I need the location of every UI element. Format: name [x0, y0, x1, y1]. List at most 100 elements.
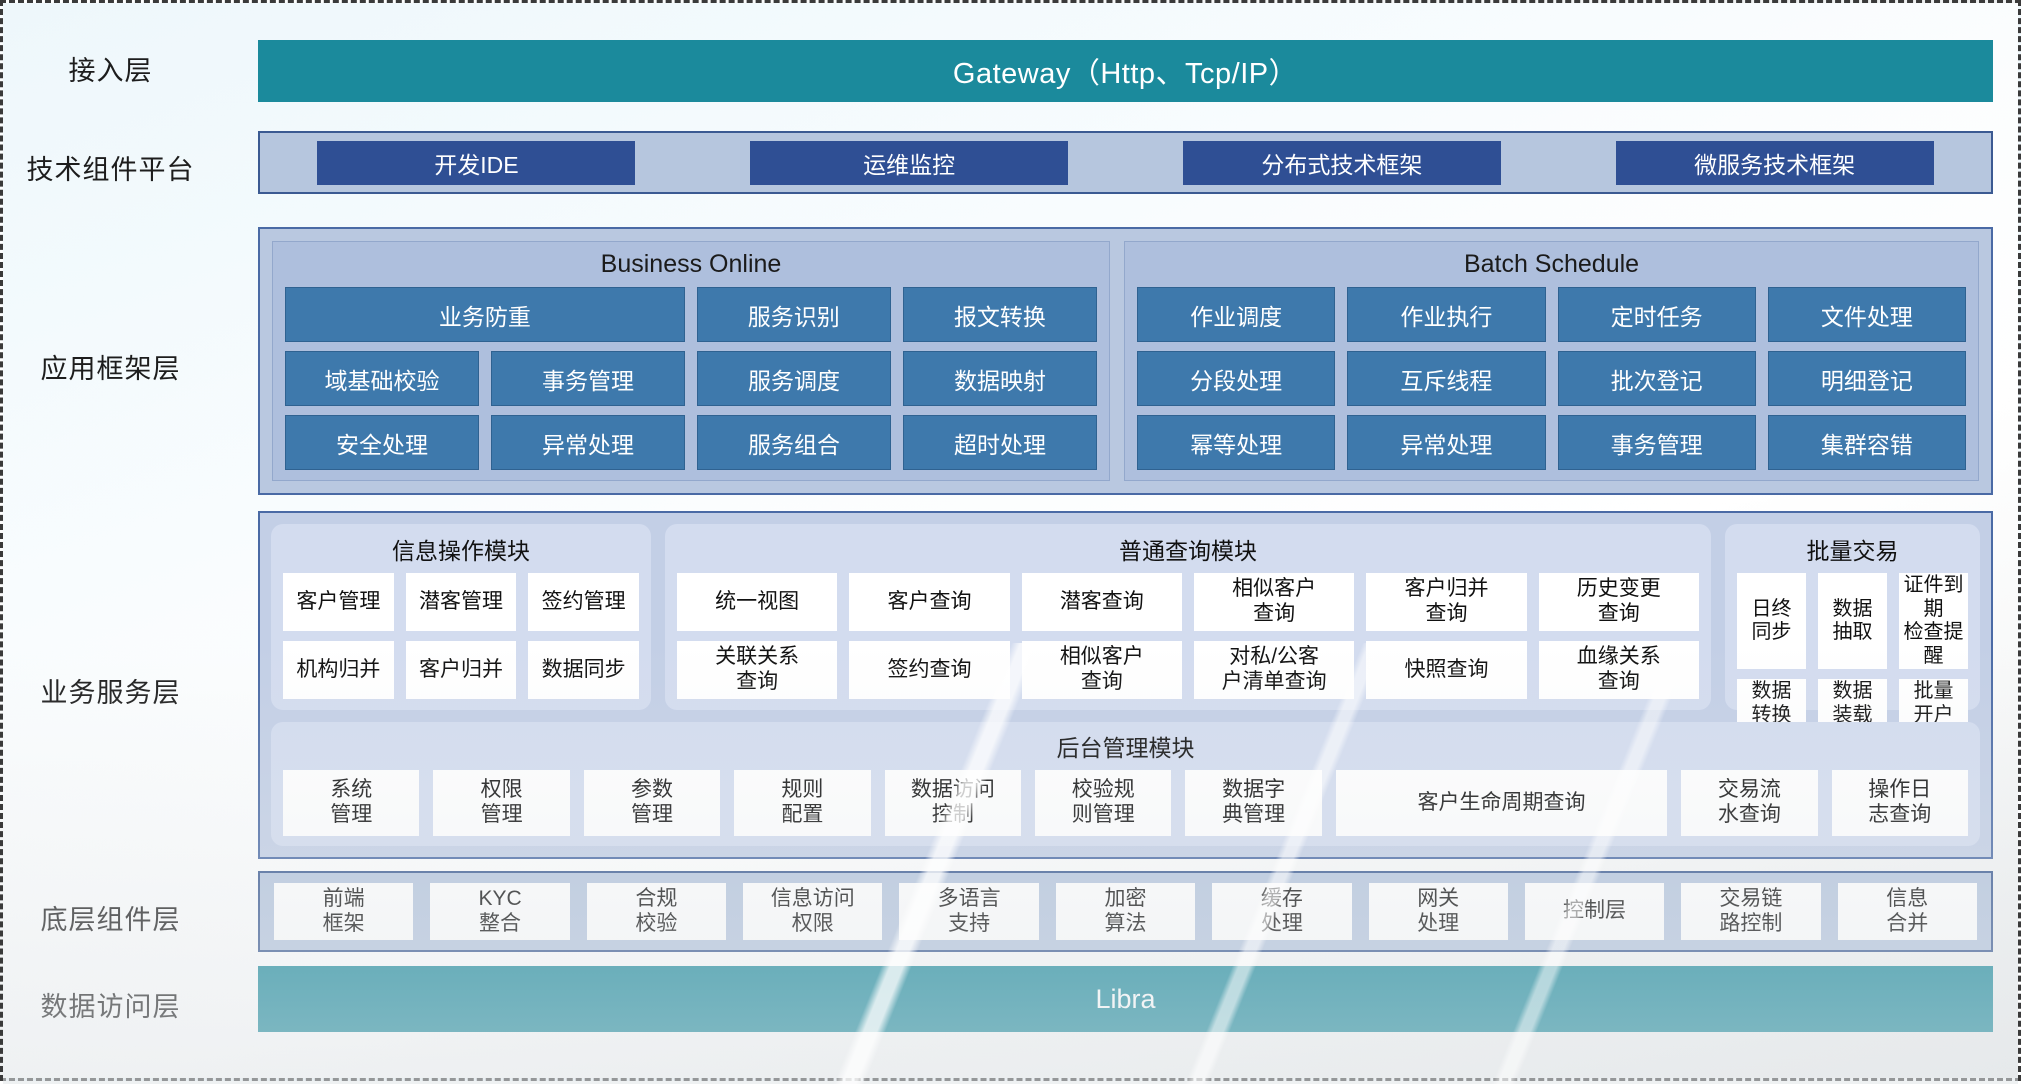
cell-prospect-mgmt[interactable]: 潜客管理: [405, 573, 517, 631]
appfw-row: 业务防重 服务识别 报文转换: [285, 287, 1097, 342]
cell-similar-customer2[interactable]: 相似客户查询: [1021, 641, 1182, 699]
appfw-cell-mdcl[interactable]: 幂等处理: [1137, 415, 1336, 470]
appfw-cell-bwzh[interactable]: 报文转换: [902, 287, 1097, 342]
appfw-cell-ywfz[interactable]: 业务防重: [285, 287, 685, 342]
cell-system-mgmt[interactable]: 系统管理: [283, 770, 420, 836]
appfw-cell-yccl2[interactable]: 异常处理: [1347, 415, 1546, 470]
cell-transaction-flow[interactable]: 交易流水查询: [1681, 770, 1818, 836]
panel-row: 客户管理 潜客管理 签约管理: [283, 573, 640, 631]
cell-relation-query[interactable]: 关联关系查询: [677, 641, 838, 699]
cell-permission-mgmt[interactable]: 权限管理: [433, 770, 570, 836]
panel-row: 数据转换 数据装载 批量开户: [1737, 679, 1968, 729]
cell-cert-expiry[interactable]: 证件到期检查提醒: [1899, 573, 1968, 670]
cell-snapshot-query[interactable]: 快照查询: [1366, 641, 1527, 699]
group-title-business-online: Business Online: [600, 250, 782, 278]
cell-data-access-ctrl[interactable]: 数据访问控制: [884, 770, 1022, 836]
cell-contract-query[interactable]: 签约查询: [849, 641, 1010, 699]
cell-prospect-query[interactable]: 潜客查询: [1021, 573, 1182, 631]
gateway-bar: Gateway（Http、Tcp/IP）: [258, 40, 1993, 102]
appfw-row: 作业调度 作业执行 定时任务 文件处理: [1137, 287, 1966, 342]
tech-chip-dev-ide[interactable]: 开发IDE: [317, 140, 636, 185]
appfw-cell-aqcl[interactable]: 安全处理: [285, 415, 479, 470]
appfw-cell-fwsb[interactable]: 服务识别: [696, 287, 891, 342]
tech-chip-distributed[interactable]: 分布式技术框架: [1182, 140, 1501, 185]
appfw-cell-yjcjy[interactable]: 域基础校验: [285, 351, 479, 406]
appfw-cell-yccl[interactable]: 异常处理: [491, 415, 685, 470]
layer-label-component: 底层组件层: [40, 905, 181, 935]
tech-chip-ops-monitor[interactable]: 运维监控: [750, 140, 1069, 185]
group-title-batch-schedule: Batch Schedule: [1463, 250, 1640, 278]
comp-cell-info-merge[interactable]: 信息合并: [1837, 883, 1977, 940]
cell-unified-view[interactable]: 统一视图: [677, 573, 838, 631]
cell-contract-mgmt[interactable]: 签约管理: [528, 573, 640, 631]
comp-cell-multilang[interactable]: 多语言支持: [899, 883, 1039, 940]
cell-private-public[interactable]: 对私/公客户清单查询: [1193, 641, 1355, 699]
comp-cell-tx-link-ctrl[interactable]: 交易链路控制: [1681, 883, 1821, 940]
comp-cell-encryption[interactable]: 加密算法: [1055, 883, 1196, 940]
appfw-row: 安全处理 异常处理 服务组合 超时处理: [285, 415, 1097, 470]
cell-rule-config[interactable]: 规则配置: [734, 770, 871, 836]
appfw-cell-cscl[interactable]: 超时处理: [903, 415, 1097, 470]
cell-param-mgmt[interactable]: 参数管理: [583, 770, 721, 836]
cell-merge-query[interactable]: 客户归并查询: [1366, 573, 1527, 631]
comp-cell-control-layer[interactable]: 控制层: [1524, 883, 1665, 940]
comp-cell-cache[interactable]: 缓存处理: [1212, 883, 1352, 940]
appfw-cell-fwdd[interactable]: 服务调度: [697, 351, 891, 406]
appfw-cell-fdcl[interactable]: 分段处理: [1137, 351, 1336, 406]
business-service-layer: 信息操作模块 客户管理 潜客管理 签约管理 机构归并 客户归并 数据同步: [258, 511, 1993, 859]
layer-label-access: 接入层: [68, 56, 153, 86]
comp-cell-compliance[interactable]: 合规校验: [586, 883, 727, 940]
cell-customer-mgmt[interactable]: 客户管理: [283, 573, 394, 631]
tech-component-platform: 开发IDE 运维监控 分布式技术框架 微服务技术框架: [258, 131, 1993, 194]
cell-data-sync[interactable]: 数据同步: [528, 641, 640, 699]
appfw-row: 分段处理 互斥线程 批次登记 明细登记: [1137, 351, 1966, 406]
cell-data-load[interactable]: 数据装载: [1818, 679, 1887, 729]
cell-data-transform[interactable]: 数据转换: [1737, 679, 1806, 729]
cell-eod-sync[interactable]: 日终同步: [1737, 573, 1806, 670]
comp-cell-frontend[interactable]: 前端框架: [274, 883, 414, 940]
appfw-cell-sjys[interactable]: 数据映射: [903, 351, 1097, 406]
appfw-cell-pcdj[interactable]: 批次登记: [1557, 351, 1756, 406]
layer-label-tech: 技术组件平台: [26, 155, 195, 185]
application-framework-layer: Business Online 业务防重 服务识别 报文转换 域基础校验 事务管…: [258, 227, 1993, 495]
appfw-cell-jqrc[interactable]: 集群容错: [1767, 415, 1966, 470]
cell-batch-account[interactable]: 批量开户: [1899, 679, 1968, 729]
appfw-cell-hcxc[interactable]: 互斥线程: [1347, 351, 1546, 406]
panel-common-query: 普通查询模块 统一视图 客户查询 潜客查询 相似客户查询 客户归并查询 历史变更…: [665, 524, 1711, 710]
cell-data-extract[interactable]: 数据抽取: [1818, 573, 1887, 670]
comp-cell-gateway[interactable]: 网关处理: [1368, 883, 1508, 940]
cell-history-change[interactable]: 历史变更查询: [1538, 573, 1699, 631]
tech-chip-microservice[interactable]: 微服务技术框架: [1615, 140, 1934, 185]
appfw-cell-zydd[interactable]: 作业调度: [1137, 287, 1336, 342]
cell-operation-log[interactable]: 操作日志查询: [1831, 770, 1968, 836]
panel-title-info-operation: 信息操作模块: [392, 538, 530, 564]
layer-label-data: 数据访问层: [40, 992, 181, 1022]
comp-cell-info-access[interactable]: 信息访问权限: [743, 883, 883, 940]
appfw-cell-swgl2[interactable]: 事务管理: [1557, 415, 1756, 470]
appfw-cell-fwzh[interactable]: 服务组合: [697, 415, 891, 470]
layer-label-appfw: 应用框架层: [40, 354, 181, 384]
panel-row: 日终同步 数据抽取 证件到期检查提醒: [1737, 573, 1968, 670]
appfw-cell-dsrw[interactable]: 定时任务: [1557, 287, 1756, 342]
layer-label-business: 业务服务层: [40, 678, 181, 708]
group-batch-schedule: Batch Schedule 作业调度 作业执行 定时任务 文件处理 分段处理 …: [1124, 241, 1979, 481]
cell-data-dictionary[interactable]: 数据字典管理: [1185, 770, 1322, 836]
cell-similar-customer[interactable]: 相似客户查询: [1193, 573, 1355, 631]
group-business-online: Business Online 业务防重 服务识别 报文转换 域基础校验 事务管…: [272, 241, 1110, 481]
cell-validation-rule[interactable]: 校验规则管理: [1035, 770, 1172, 836]
cell-org-merge[interactable]: 机构归并: [283, 641, 394, 699]
cell-customer-query[interactable]: 客户查询: [849, 573, 1010, 631]
cell-customer-lifecycle[interactable]: 客户生命周期查询: [1335, 770, 1668, 836]
cell-lineage-query[interactable]: 血缘关系查询: [1538, 641, 1699, 699]
appfw-cell-swgl[interactable]: 事务管理: [491, 351, 685, 406]
appfw-cell-mxdj[interactable]: 明细登记: [1767, 351, 1966, 406]
appfw-cell-zyzx[interactable]: 作业执行: [1347, 287, 1546, 342]
panel-row: 关联关系查询 签约查询 相似客户查询 对私/公客户清单查询 快照查询 血缘关系查…: [677, 641, 1699, 699]
cell-customer-merge[interactable]: 客户归并: [405, 641, 517, 699]
appfw-cell-wjcl[interactable]: 文件处理: [1767, 287, 1966, 342]
panel-title-admin-module: 后台管理模块: [1056, 735, 1195, 761]
panel-row: 机构归并 客户归并 数据同步: [283, 641, 640, 699]
appfw-row: 幂等处理 异常处理 事务管理 集群容错: [1137, 415, 1966, 470]
